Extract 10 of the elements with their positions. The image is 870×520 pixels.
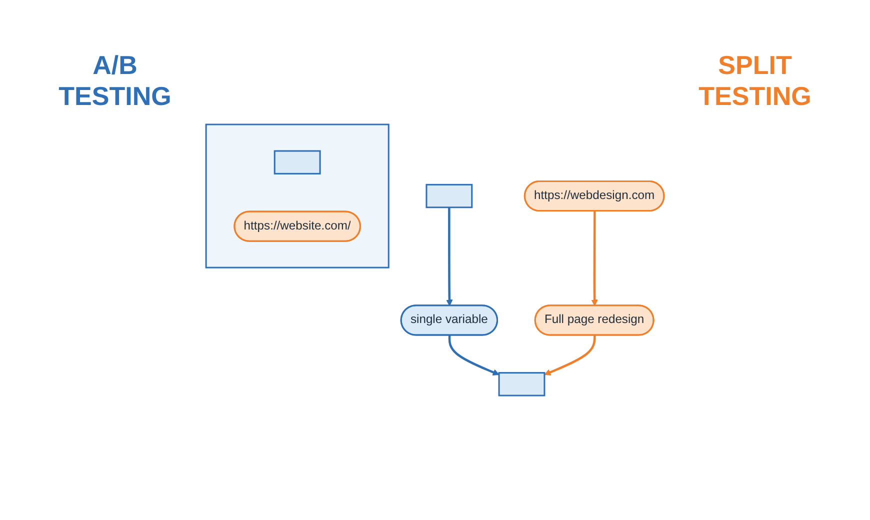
node-box [498,372,546,396]
node-box [274,150,321,174]
heading: SPLIT TESTING [698,50,812,112]
arrow [446,207,453,306]
arrow [544,335,596,376]
arrow [591,211,598,306]
node-box [426,184,473,208]
heading: A/B TESTING [58,50,172,112]
cluster [205,124,390,268]
arrow [448,335,500,376]
